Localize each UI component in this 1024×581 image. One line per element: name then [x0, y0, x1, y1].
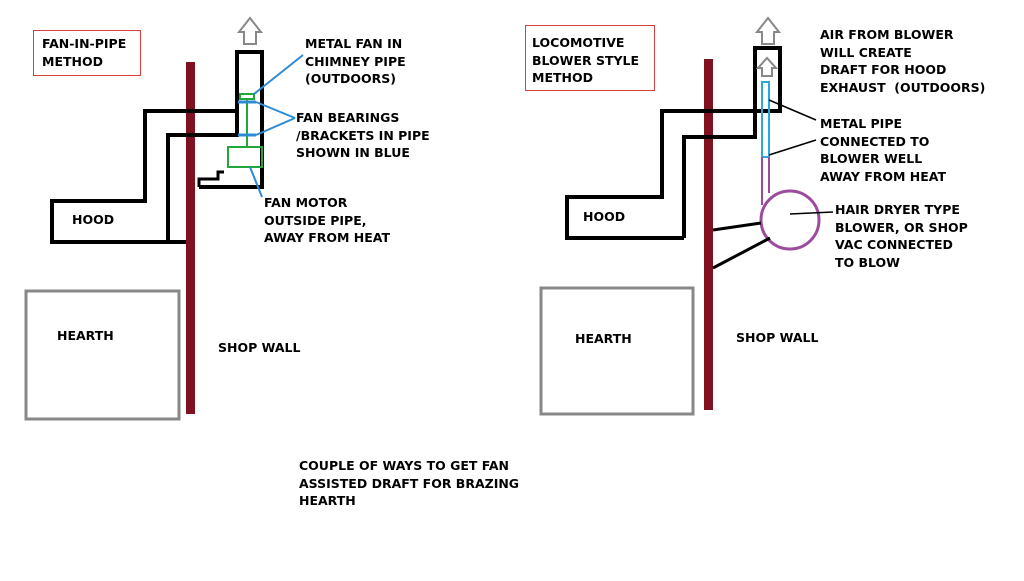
- left-motor-leader: [249, 166, 263, 198]
- right-air-label: AIR FROM BLOWER WILL CREATE DRAFT FOR HO…: [820, 27, 986, 95]
- right-hood-duct: [682, 46, 782, 202]
- left-hearth: [24, 289, 181, 421]
- right-shop-wall: [704, 59, 713, 410]
- left-bearing-leader-2: [255, 117, 296, 136]
- right-hearth: [539, 286, 695, 416]
- left-hood-label: HOOD: [72, 212, 115, 227]
- left-motor-label: FAN MOTOR OUTSIDE PIPE, AWAY FROM HEAT: [264, 195, 391, 245]
- right-metal-pipe: [761, 81, 770, 158]
- left-step: [197, 170, 224, 187]
- left-hood-duct: [166, 50, 264, 197]
- right-blower-label: HAIR DRYER TYPE BLOWER, OR SHOP VAC CONN…: [835, 202, 968, 270]
- right-wall-label: SHOP WALL: [736, 330, 819, 345]
- right-bracket-1: [712, 221, 762, 232]
- left-hood-outer: [50, 109, 237, 244]
- left-fan-label: METAL FAN IN CHIMNEY PIPE (OUTDOORS): [305, 36, 406, 86]
- left-fan: [239, 93, 255, 100]
- right-hearth-label: HEARTH: [575, 331, 632, 346]
- right-title: LOCOMOTIVE BLOWER STYLE METHOD: [525, 25, 655, 91]
- right-up-arrow: [754, 16, 782, 45]
- caption: COUPLE OF WAYS TO GET FAN ASSISTED DRAFT…: [299, 458, 520, 508]
- left-fan-motor: [227, 146, 263, 168]
- left-fan-leader: [253, 54, 304, 95]
- right-hood-outer: [565, 109, 755, 240]
- left-up-arrow: [236, 16, 264, 45]
- right-pipe-leader-1: [768, 99, 817, 121]
- right-blower: [759, 189, 821, 251]
- left-bearings-label: FAN BEARINGS /BRACKETS IN PIPE SHOWN IN …: [296, 110, 430, 160]
- right-pipe-label: METAL PIPE CONNECTED TO BLOWER WELL AWAY…: [820, 116, 947, 184]
- left-shop-wall: [186, 62, 195, 414]
- right-bracket-2: [712, 236, 771, 270]
- left-bearing-leader-1: [255, 101, 296, 119]
- left-wall-label: SHOP WALL: [218, 340, 301, 355]
- left-title: FAN-IN-PIPE METHOD: [33, 30, 141, 76]
- right-blower-leader: [789, 211, 834, 215]
- right-air-arrow: [755, 56, 779, 77]
- right-hood-label: HOOD: [583, 209, 626, 224]
- left-hearth-label: HEARTH: [57, 328, 114, 343]
- right-pipe-leader-2: [768, 139, 817, 156]
